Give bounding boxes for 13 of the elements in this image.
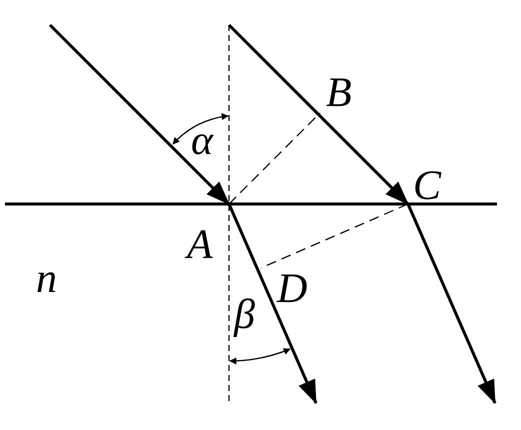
point-label: B bbox=[326, 72, 352, 114]
point-label: D bbox=[277, 268, 308, 310]
light-ray bbox=[406, 203, 496, 404]
construction-line bbox=[260, 203, 408, 269]
medium-label: n bbox=[36, 258, 57, 300]
point-label: A bbox=[187, 224, 213, 266]
angle-label: α bbox=[191, 120, 214, 162]
point-label: C bbox=[413, 165, 442, 207]
light-ray bbox=[228, 24, 410, 206]
light-ray bbox=[48, 24, 230, 206]
construction-line bbox=[228, 112, 320, 204]
light-ray bbox=[228, 203, 318, 404]
angle-label: β bbox=[234, 294, 255, 336]
